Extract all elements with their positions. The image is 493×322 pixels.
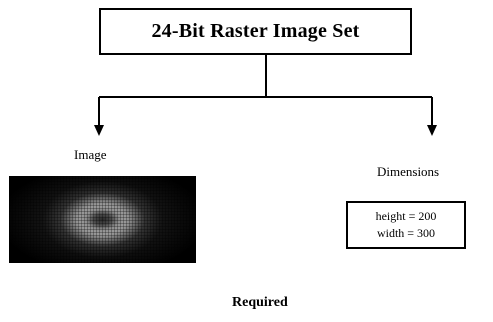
- image-label: Image: [74, 147, 107, 162]
- required-caption: Required: [232, 295, 288, 310]
- width-value: width = 300: [376, 226, 436, 240]
- height-value: height = 200: [375, 209, 437, 223]
- right-arrowhead-icon: [427, 125, 437, 136]
- image-dither: [9, 176, 196, 263]
- dimensions-label: Dimensions: [377, 164, 440, 179]
- title-box: 24-Bit Raster Image Set: [99, 8, 412, 55]
- left-arrowhead-icon: [94, 125, 104, 136]
- raster-image-preview: [9, 176, 196, 263]
- image-glow: [9, 176, 196, 263]
- diagram-title: 24-Bit Raster Image Set: [151, 20, 360, 42]
- dimensions-box: height = 200 width = 300: [346, 201, 466, 249]
